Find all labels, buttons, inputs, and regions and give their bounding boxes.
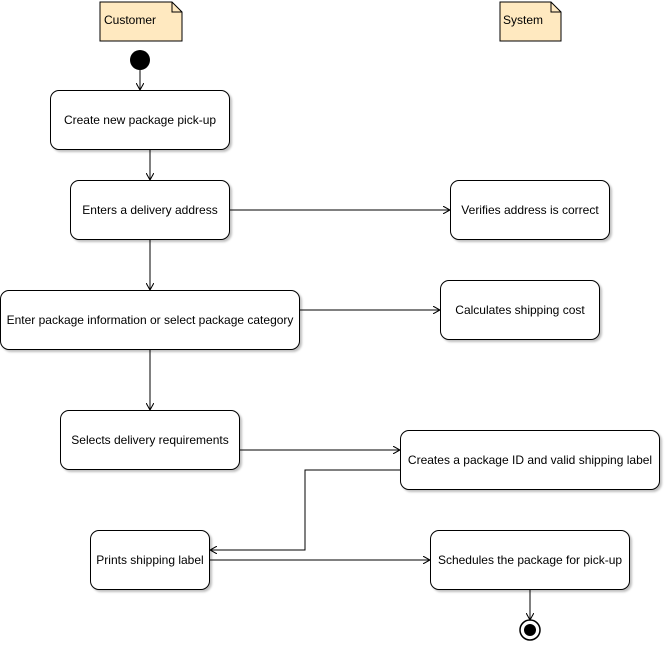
activity-create-pickup: Create new package pick-up [50,90,230,150]
activity-enter-address: Enters a delivery address [70,180,230,240]
activity-verify-address: Verifies address is correct [450,180,610,240]
activity-create-id-label: Creates a package ID and valid shipping … [400,430,660,490]
customer-lane-note [99,1,183,42]
edge-label-to-print [210,469,400,550]
system-lane-note [499,1,562,42]
activity-schedule-pickup: Schedules the package for pick-up [430,530,630,590]
customer-lane-label: Customer [104,13,157,27]
activity-select-requirements: Selects delivery requirements [60,410,240,470]
initial-node [130,50,150,70]
activity-print-label: Prints shipping label [90,530,210,590]
system-lane-label: System [503,13,544,27]
activity-calculate-cost: Calculates shipping cost [440,280,600,340]
final-node [519,619,541,641]
activity-enter-package-info: Enter package information or select pack… [0,290,300,350]
